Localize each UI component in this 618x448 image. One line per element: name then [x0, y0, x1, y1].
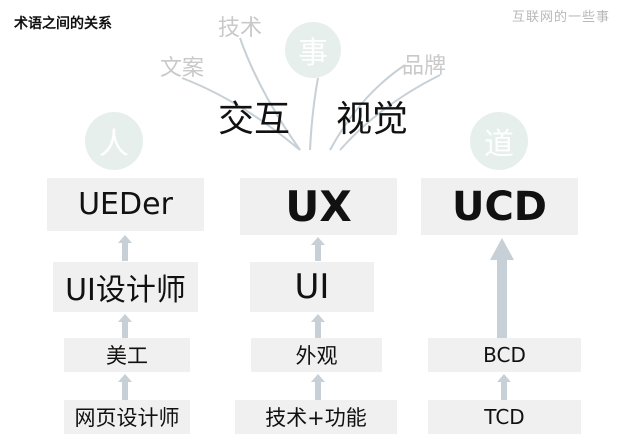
arrow-up-icon	[118, 235, 132, 261]
box-web-designer: 网页设计师	[64, 400, 190, 434]
box-ueder: UEDer	[47, 178, 204, 231]
circle-affair: 事	[285, 22, 341, 78]
arrow-up-large-icon	[490, 238, 514, 338]
page-title: 术语之间的关系	[14, 16, 112, 32]
box-ui: UI	[250, 262, 374, 312]
fan-line-left-inner	[239, 37, 301, 151]
box-bcd: BCD	[428, 338, 581, 372]
box-tcd: TCD	[428, 400, 581, 434]
arrow-up-icon	[118, 314, 132, 338]
brand-watermark: 互联网的一些事	[512, 10, 611, 25]
box-artist: 美工	[64, 338, 190, 372]
fan-line-right-outer	[339, 74, 441, 151]
fan-word-copy: 文案	[160, 56, 205, 81]
box-ux: UX	[240, 178, 397, 235]
box-ucd: UCD	[421, 178, 578, 235]
arrow-up-icon	[497, 374, 511, 400]
box-ui-designer: UI设计师	[53, 262, 198, 312]
fan-line-center	[309, 77, 319, 151]
arrow-up-icon	[118, 374, 132, 400]
arrow-up-icon	[311, 374, 325, 400]
box-appearance: 外观	[251, 338, 382, 372]
circle-way: 道	[470, 112, 528, 170]
fan-line-right	[329, 64, 406, 151]
headline-interaction: 交互	[218, 99, 291, 140]
box-tech-function: 技术+功能	[235, 400, 397, 434]
fan-line-left-outer	[181, 77, 301, 151]
circle-people: 人	[85, 112, 143, 170]
arrow-up-icon	[311, 237, 325, 261]
headline-visual: 视觉	[336, 99, 409, 140]
arrow-up-icon	[311, 314, 325, 338]
fan-word-brand: 品牌	[402, 54, 447, 79]
fan-word-tech: 技术	[218, 16, 263, 41]
